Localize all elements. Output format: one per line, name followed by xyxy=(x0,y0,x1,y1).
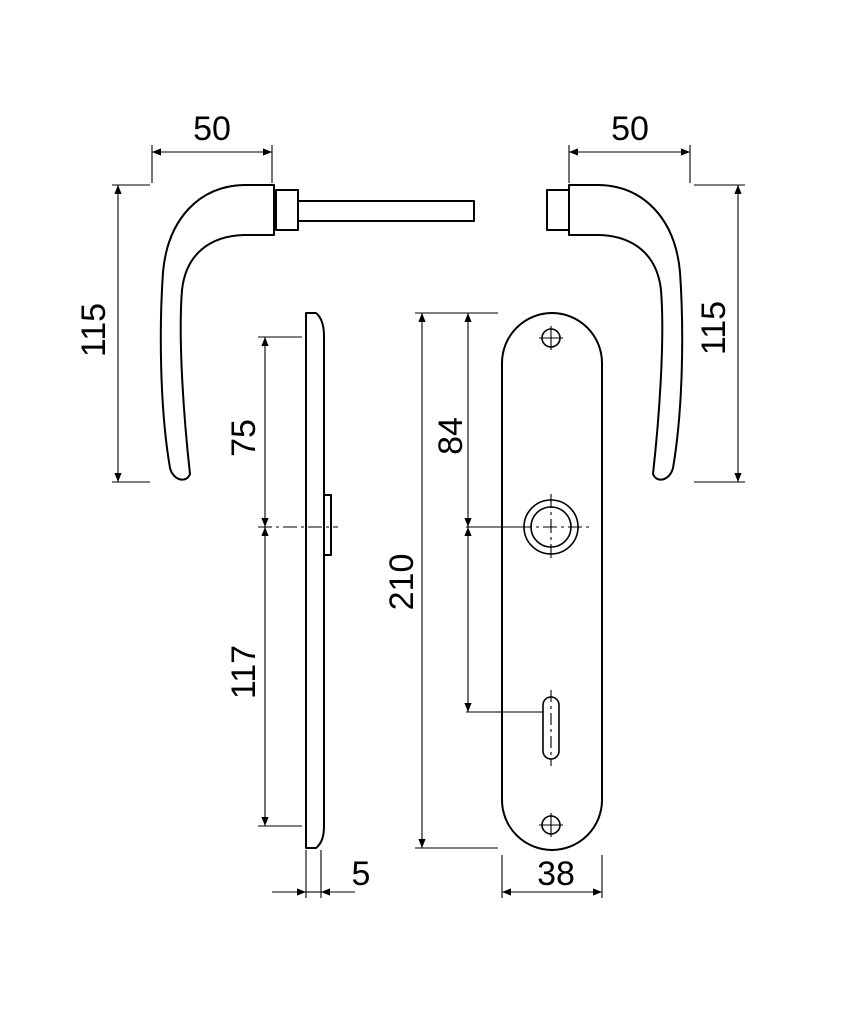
keyhole xyxy=(542,690,560,766)
right-lever-handle xyxy=(546,184,684,481)
plate-width-dimension: 38 xyxy=(501,855,603,898)
left-lever xyxy=(159,184,275,481)
plate-front-view xyxy=(501,312,603,851)
spindle-hole xyxy=(518,494,590,560)
left-lever-handle xyxy=(159,184,475,481)
plate-side-boss xyxy=(323,494,332,556)
left-handle-height-dimension: 115 xyxy=(75,184,150,483)
bottom-screw xyxy=(539,813,563,837)
handle-to-key-label: 84 xyxy=(432,417,470,455)
plate-width-label: 38 xyxy=(537,855,575,893)
side-upper-label: 75 xyxy=(225,419,263,457)
plate-side-view xyxy=(305,312,332,849)
right-lever xyxy=(568,184,684,481)
right-handle-height-label: 115 xyxy=(695,301,733,355)
handle-to-key-dimension: 84 xyxy=(432,313,543,713)
plate-side-profile xyxy=(305,312,325,849)
side-lower-dimension: 117 xyxy=(225,527,302,827)
left-handle-width-label: 50 xyxy=(193,110,231,148)
top-screw xyxy=(539,326,563,350)
right-handle-width-dimension: 50 xyxy=(568,110,691,183)
left-handle-height-label: 115 xyxy=(75,303,113,357)
plate-length-label: 210 xyxy=(383,554,421,611)
plate-thickness-label: 5 xyxy=(352,855,371,893)
plate-thickness-dimension: 5 xyxy=(272,850,370,898)
plate-length-dimension: 210 xyxy=(383,312,498,849)
left-handle-width-dimension: 50 xyxy=(151,110,273,183)
backplate xyxy=(501,312,603,851)
right-handle-height-dimension: 115 xyxy=(694,184,745,483)
left-spindle xyxy=(297,200,475,222)
right-handle-width-label: 50 xyxy=(611,110,649,148)
left-rose xyxy=(275,189,299,231)
right-rose xyxy=(546,189,570,231)
side-lower-label: 117 xyxy=(225,645,263,699)
side-upper-dimension: 75 xyxy=(225,336,338,528)
